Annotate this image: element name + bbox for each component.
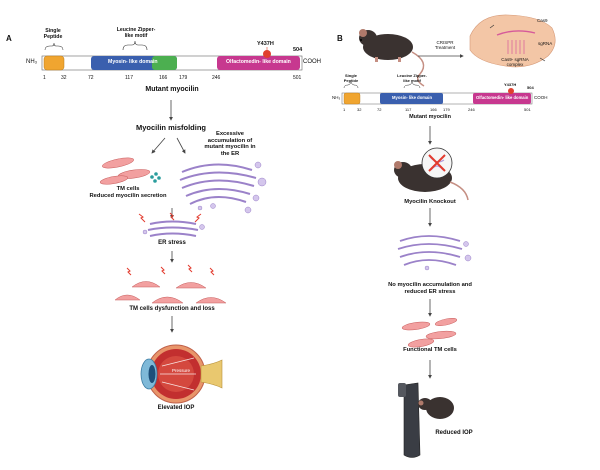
leucine-zipper-label-a: Leucine Zipper- like motif — [116, 27, 156, 39]
cooh-label-b: COOH — [534, 95, 548, 100]
mouse-top — [359, 29, 425, 87]
olfactomedin-domain-label-a: Olfactomedin- like domain — [226, 59, 291, 65]
olfactomedin-domain-label-b: Olfactomedin- like domain — [476, 94, 529, 100]
mutant-myocilin-label-b: Mutant myocilin — [409, 114, 451, 120]
no-accumulation-label: No myocilin accumulation and reduced ER … — [388, 282, 472, 295]
nh3-label-a: NH₃ — [26, 59, 38, 65]
pos-1-a: 1 — [43, 75, 46, 81]
knockout-cross — [428, 154, 446, 172]
pos-501-a: 501 — [293, 75, 302, 81]
single-peptide-label-b: Single Peptide — [343, 73, 359, 83]
pos-501-b: 501 — [524, 107, 531, 112]
dysfunction-cells-a — [114, 264, 227, 304]
panel-b-letter: B — [337, 34, 343, 43]
cas9-complex — [469, 14, 556, 68]
end-number-b: 504 — [527, 85, 534, 90]
protein-bar-a — [41, 40, 303, 71]
crispr-treatment-label: CRISPR Treatment — [434, 40, 456, 51]
pos-246-b: 246 — [468, 107, 475, 112]
single-peptide-segment-a — [43, 55, 65, 71]
pos-179-b: 179 — [443, 107, 450, 112]
tonometer-illustration — [398, 382, 454, 458]
pos-72-b: 72 — [377, 107, 382, 112]
pos-117-b: 117 — [405, 107, 412, 112]
pos-166-b: 166 — [430, 107, 437, 112]
pressure-label: Pressure — [171, 368, 190, 373]
pos-1-b: 1 — [343, 107, 346, 112]
myosin-domain-label-a: Myosin- like domain — [108, 59, 158, 65]
leucine-zipper-brace-a — [122, 40, 148, 51]
functional-tm-cells — [401, 318, 458, 348]
olfactomedin-domain-segment-a — [217, 56, 300, 70]
misfolding-label: Myocilin misfolding — [135, 123, 206, 132]
reduced-iop-label: Reduced IOP — [435, 430, 473, 436]
er-stress-label: ER stress — [158, 240, 186, 246]
functional-tm-label: Functional TM cells — [403, 347, 457, 353]
panel-a-arrows — [151, 100, 186, 333]
single-peptide-brace-a — [44, 42, 64, 51]
protein-bar-b — [341, 81, 533, 105]
nh3-label-b: NH₃ — [332, 95, 341, 100]
elevated-iop-label: Elevated IOP — [157, 405, 195, 411]
er-stress-group-a — [138, 212, 205, 237]
leucine-zipper-label-b: Leucine Zipper- like motif — [397, 73, 427, 83]
mouse-knockout — [394, 147, 469, 201]
pos-32-a: 32 — [61, 75, 67, 81]
cooh-label-a: COOH — [303, 59, 321, 65]
leucine-zipper-segment-a — [152, 56, 177, 70]
panel-a-letter: A — [6, 34, 12, 43]
accumulation-label: Excessive accumulation of mutant myocili… — [204, 131, 256, 157]
knockout-label: Myocilin Knockout — [404, 199, 456, 205]
dysfunction-label: TM cells dysfunction and loss — [129, 306, 215, 312]
pos-179-a: 179 — [179, 75, 188, 81]
complex-label: Cas9- sgRNA complex — [501, 57, 529, 68]
mutation-label-a: Y437H — [257, 41, 274, 47]
tm-cells-group-a — [99, 157, 161, 185]
pos-246-a: 246 — [212, 75, 221, 81]
mutant-myocilin-label-a: Mutant myocilin — [145, 86, 199, 93]
pos-72-a: 72 — [88, 75, 94, 81]
tm-cells-label-a: TM cells Reduced myocilin secretion — [89, 186, 167, 199]
myosin-domain-label-b: Myosin- like domain — [392, 94, 433, 100]
mutation-label-b: Y437H — [504, 82, 517, 87]
single-peptide-label-a: Single Peptide — [43, 28, 63, 40]
end-number-a: 504 — [293, 47, 303, 53]
eye-illustration — [140, 344, 223, 404]
pos-32-b: 32 — [357, 107, 362, 112]
pos-166-a: 166 — [159, 75, 168, 81]
er-stack-a — [179, 161, 267, 214]
pos-117-a: 117 — [125, 75, 133, 81]
sgrna-label: sgRNA — [538, 41, 553, 46]
cas9-label: Cas9 — [537, 18, 548, 23]
er-normal-b — [397, 235, 472, 271]
